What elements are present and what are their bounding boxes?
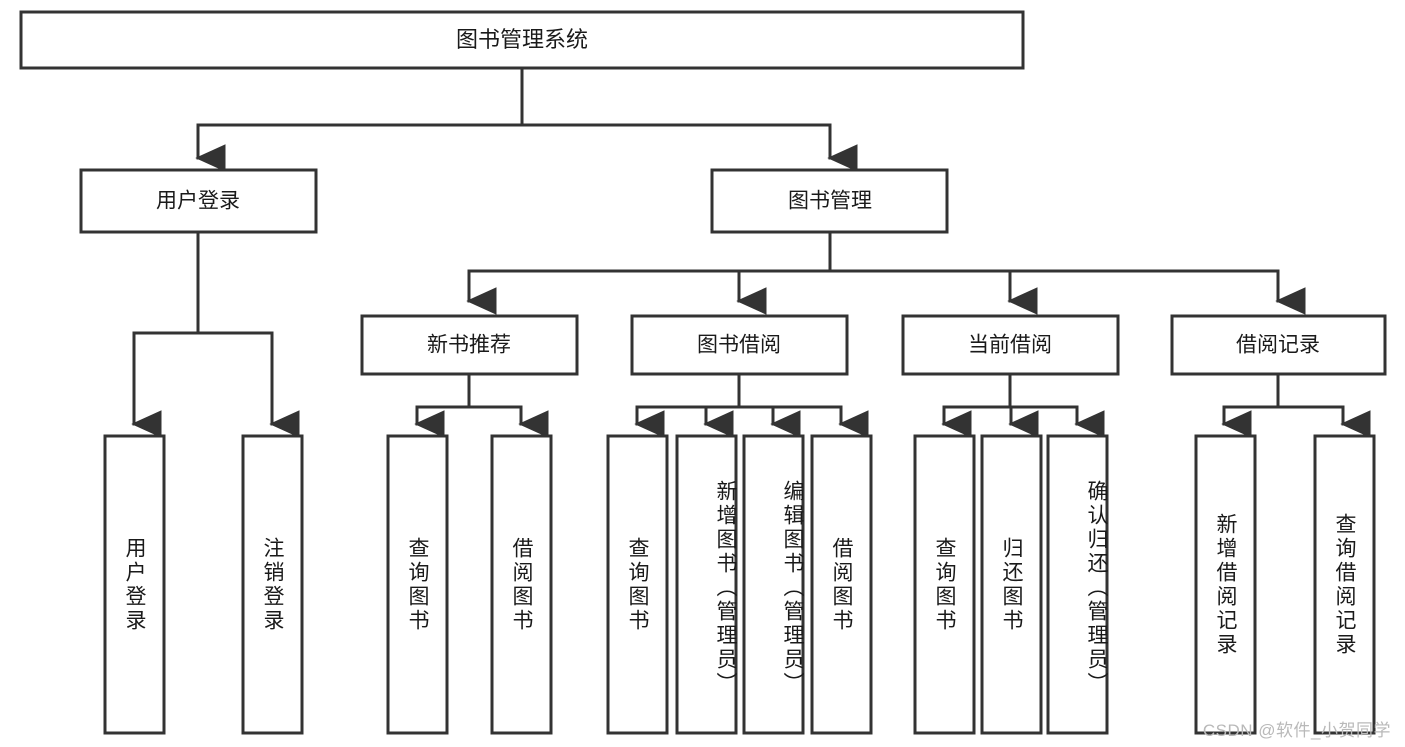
node-book-manage-label: 图书管理 — [788, 190, 872, 213]
node-borrow-record-label: 借阅记录 — [1236, 334, 1320, 357]
node-root-label: 图书管理系统 — [456, 27, 588, 52]
node-leaf-query-book-1[interactable] — [386, 434, 449, 735]
node-leaf-add-book[interactable] — [675, 434, 738, 735]
node-book-borrow-label: 图书借阅 — [697, 334, 781, 357]
connector-root-to-level2 — [195, 66, 858, 172]
connector-book-manage-to-level3 — [466, 230, 1306, 315]
node-book-borrow[interactable]: 图书借阅 — [630, 314, 849, 376]
node-leaf-edit-book[interactable] — [742, 434, 805, 735]
connector-new-book-recommend-to-leaves — [414, 372, 549, 438]
connector-current-borrow-to-leaves — [941, 372, 1105, 438]
node-borrow-record[interactable]: 借阅记录 — [1170, 314, 1387, 376]
node-leaf-query-record[interactable] — [1313, 434, 1376, 735]
node-user-login[interactable]: 用户登录 — [79, 168, 318, 234]
node-user-login-label: 用户登录 — [156, 190, 240, 213]
node-root[interactable]: 图书管理系统 — [19, 10, 1025, 70]
node-leaf-borrow-book-2[interactable] — [810, 434, 873, 735]
watermark: CSDN @软件_小贺同学 — [1202, 721, 1391, 740]
node-new-book-recommend[interactable]: 新书推荐 — [360, 314, 579, 376]
node-leaf-confirm-return[interactable] — [1046, 434, 1109, 735]
node-current-borrow[interactable]: 当前借阅 — [901, 314, 1120, 376]
connector-book-borrow-to-leaves — [634, 372, 869, 438]
node-leaf-return-book[interactable] — [980, 434, 1043, 735]
node-leaf-query-book-2[interactable] — [606, 434, 669, 735]
node-book-manage[interactable]: 图书管理 — [710, 168, 949, 234]
node-leaf-query-book-3[interactable] — [913, 434, 976, 735]
connector-borrow-record-to-leaves — [1221, 372, 1371, 438]
node-new-book-recommend-label: 新书推荐 — [427, 334, 511, 357]
node-current-borrow-label: 当前借阅 — [968, 334, 1052, 357]
node-leaf-add-record[interactable] — [1194, 434, 1257, 735]
node-leaf-user-login[interactable] — [103, 434, 166, 735]
connector-user-login-to-leaves — [131, 230, 300, 438]
node-leaf-borrow-book-1[interactable] — [490, 434, 553, 735]
node-leaf-user-logout[interactable] — [241, 434, 304, 735]
